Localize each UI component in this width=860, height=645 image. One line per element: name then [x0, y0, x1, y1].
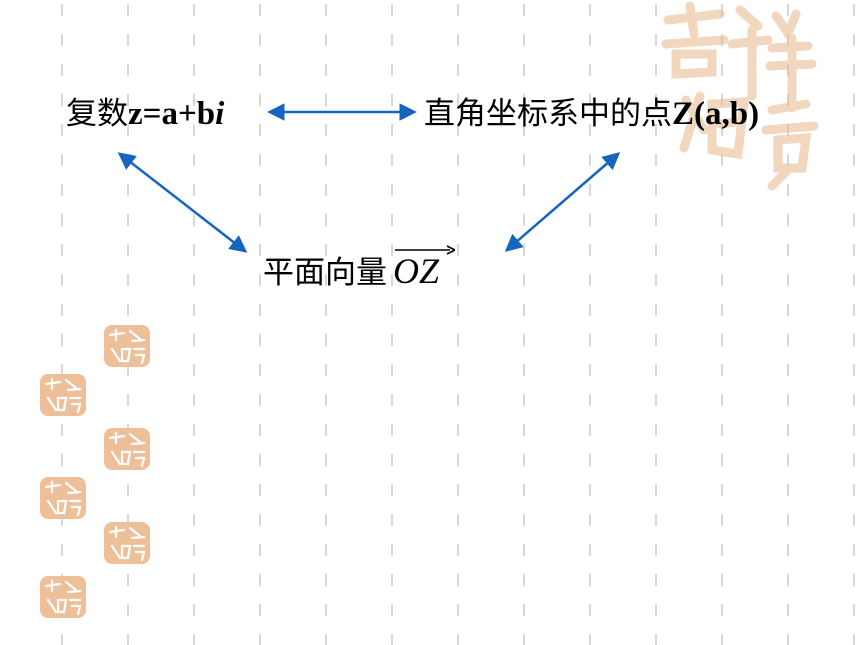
seal-logo-large	[661, 1, 819, 191]
plane-vector-term: 平面向量	[263, 255, 387, 291]
small-seal-badge	[40, 477, 86, 519]
dashed-grid-marks	[61, 4, 855, 645]
small-seal-badge	[104, 428, 150, 470]
vector-symbol: OZ	[393, 251, 440, 291]
point-coordinates: Z(a,b)	[672, 96, 760, 132]
complex-number-term: 复数	[66, 96, 128, 132]
coordinate-point-label: 直角坐标系中的点Z(a,b)	[424, 96, 759, 131]
small-seal-badge	[40, 374, 86, 416]
small-seal-badge	[104, 522, 150, 564]
small-seal-badge	[104, 325, 150, 367]
arrow-point-vector	[504, 152, 621, 252]
imaginary-unit: i	[215, 96, 225, 132]
vector-oz: OZ	[393, 245, 455, 291]
arrow-complex-vector	[117, 152, 248, 253]
complex-number-label: 复数z=a+bi	[66, 96, 224, 131]
complex-number-formula: z=a+b	[128, 96, 216, 132]
coordinate-point-term: 直角坐标系中的点	[424, 96, 672, 132]
small-seal-logos	[40, 325, 150, 618]
vector-arrow-bar	[395, 245, 455, 255]
small-seal-badge	[40, 576, 86, 618]
